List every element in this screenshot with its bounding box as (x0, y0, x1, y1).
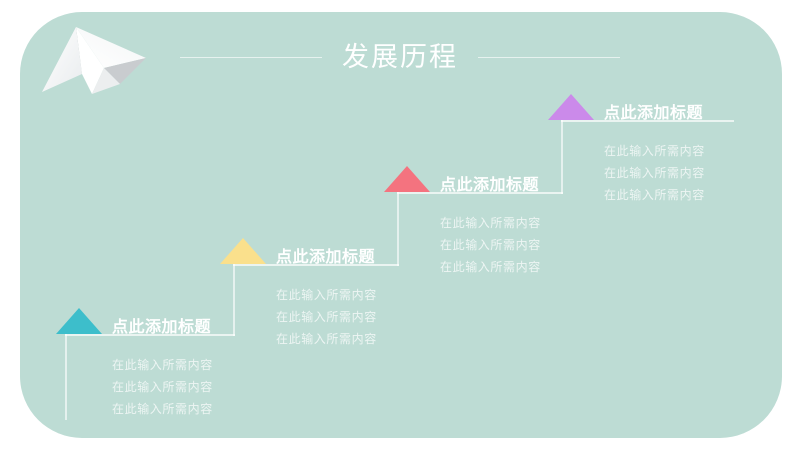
connector-line-step3-horizontal (397, 192, 563, 194)
connector-riser-step1-step2 (233, 264, 235, 336)
paper-plane-icon (42, 22, 168, 98)
step-2-body-line[interactable]: 在此输入所需内容 (276, 332, 377, 346)
step-4-title[interactable]: 点此添加标题 (604, 103, 704, 122)
step-1-body-line[interactable]: 在此输入所需内容 (112, 358, 213, 372)
step-3-body-line[interactable]: 在此输入所需内容 (440, 238, 541, 252)
step-1-title[interactable]: 点此添加标题 (112, 317, 212, 336)
connector-line-step1-vertical (65, 334, 67, 420)
step-2-title[interactable]: 点此添加标题 (276, 247, 376, 266)
step-1-body-line[interactable]: 在此输入所需内容 (112, 402, 213, 416)
step-2-body-line[interactable]: 在此输入所需内容 (276, 288, 377, 302)
step-1-body: 在此输入所需内容 在此输入所需内容 在此输入所需内容 (112, 354, 213, 420)
connector-line-step4-horizontal (561, 120, 734, 122)
connector-line-step2-horizontal (233, 264, 399, 266)
step-4-body-line[interactable]: 在此输入所需内容 (604, 144, 705, 158)
step-3-body-line[interactable]: 在此输入所需内容 (440, 260, 541, 274)
step-2-body: 在此输入所需内容 在此输入所需内容 在此输入所需内容 (276, 284, 377, 350)
connector-riser-step2-step3 (397, 192, 399, 266)
step-3-body: 在此输入所需内容 在此输入所需内容 在此输入所需内容 (440, 212, 541, 278)
connector-line-step1-horizontal (65, 334, 235, 336)
step-2-body-line[interactable]: 在此输入所需内容 (276, 310, 377, 324)
page-title: 发展历程 (342, 41, 458, 73)
step-1-body-line[interactable]: 在此输入所需内容 (112, 380, 213, 394)
triangle-up-icon (384, 166, 430, 192)
title-rule-right (478, 56, 620, 58)
connector-riser-step3-step4 (561, 120, 563, 194)
triangle-up-icon (220, 238, 266, 264)
slide-header: 发展历程 (180, 34, 620, 80)
triangle-up-icon (548, 94, 594, 120)
step-3-body-line[interactable]: 在此输入所需内容 (440, 216, 541, 230)
slide-panel (20, 12, 782, 438)
step-3-title[interactable]: 点此添加标题 (440, 175, 540, 194)
title-rule-left (180, 56, 322, 58)
triangle-up-icon (56, 308, 102, 334)
step-4-body-line[interactable]: 在此输入所需内容 (604, 166, 705, 180)
step-4-body: 在此输入所需内容 在此输入所需内容 在此输入所需内容 (604, 140, 705, 206)
step-4-body-line[interactable]: 在此输入所需内容 (604, 188, 705, 202)
